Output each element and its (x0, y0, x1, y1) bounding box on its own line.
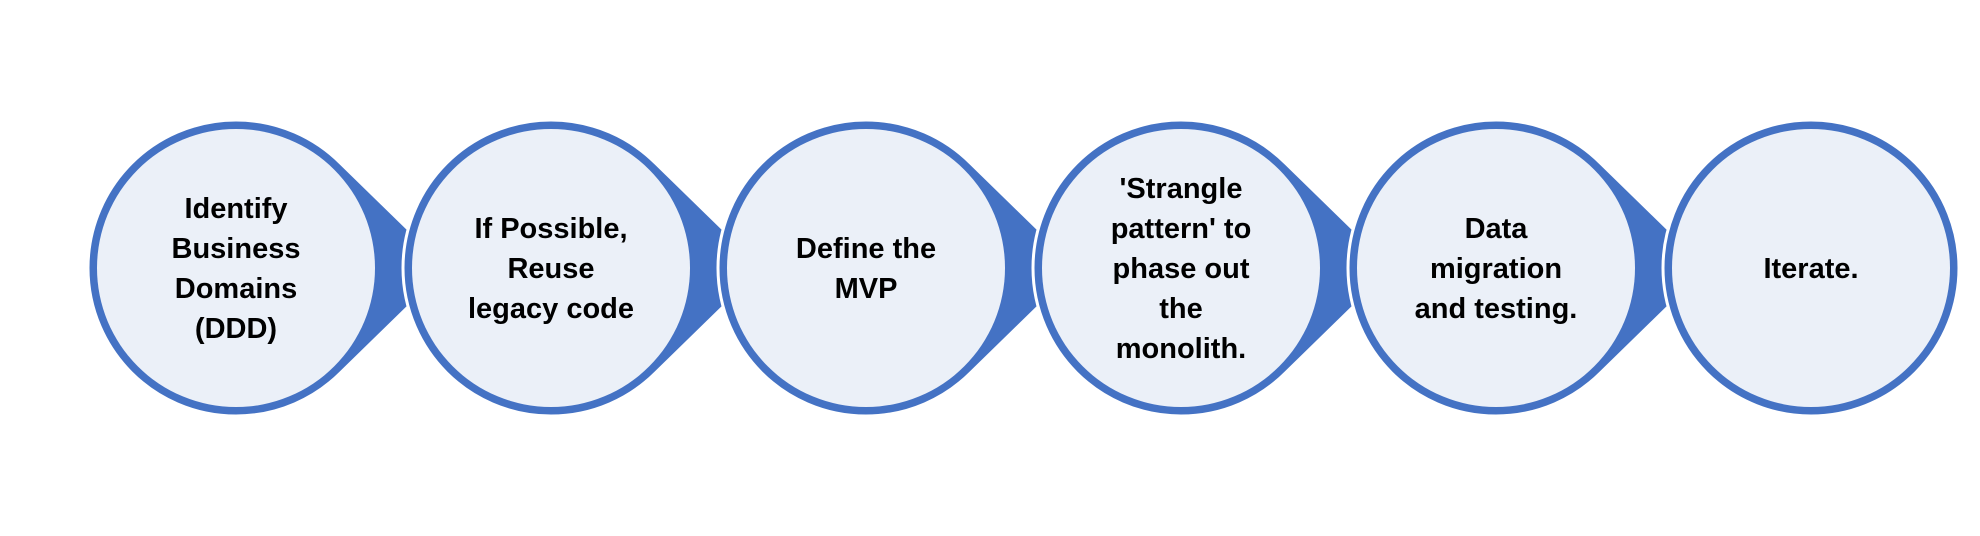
step-circle (97, 129, 375, 407)
step-label-line: If Possible, (474, 213, 627, 245)
step-label-line: 'Strangle (1120, 173, 1243, 205)
step-circle (412, 129, 690, 407)
step-label-line: Domains (175, 273, 297, 305)
step-label-line: and testing. (1415, 293, 1578, 325)
step-label-line: Iterate. (1763, 253, 1858, 285)
process-step: If Possible, Reuse legacy code (401, 118, 766, 418)
step-circle (1042, 129, 1320, 407)
step-label-line: migration (1430, 253, 1562, 285)
step-label-line: monolith. (1116, 333, 1246, 365)
step-label-line: Identify (184, 193, 287, 225)
step-label-line: MVP (835, 273, 898, 305)
step-label: Iterate. (1763, 253, 1858, 285)
step-label-line: Reuse (507, 253, 594, 285)
step-label-line: (DDD) (195, 313, 277, 345)
step-label: Data migration and testing. (1415, 213, 1578, 325)
step-label-line: the (1159, 293, 1203, 325)
step-label-line: legacy code (468, 293, 634, 325)
process-step: 'Strangle pattern' to phase out the monolith… (1031, 118, 1396, 418)
step-circle (727, 129, 1005, 407)
step-label-line: Business (172, 233, 301, 265)
step-circle (1672, 129, 1950, 407)
step-circle (1357, 129, 1635, 407)
step-label: If Possible, Reuse legacy code (468, 213, 634, 325)
process-step: Iterate. (1661, 118, 1961, 418)
step-label: 'Strangle pattern' to phase out the monolith… (1111, 173, 1252, 365)
step-label-line: phase out (1113, 253, 1250, 285)
step-label-line: Data (1465, 213, 1529, 245)
process-step: Data migration and testing. (1346, 118, 1711, 418)
step-label-line: pattern' to (1111, 213, 1252, 245)
step-label-line: Define the (796, 233, 936, 265)
